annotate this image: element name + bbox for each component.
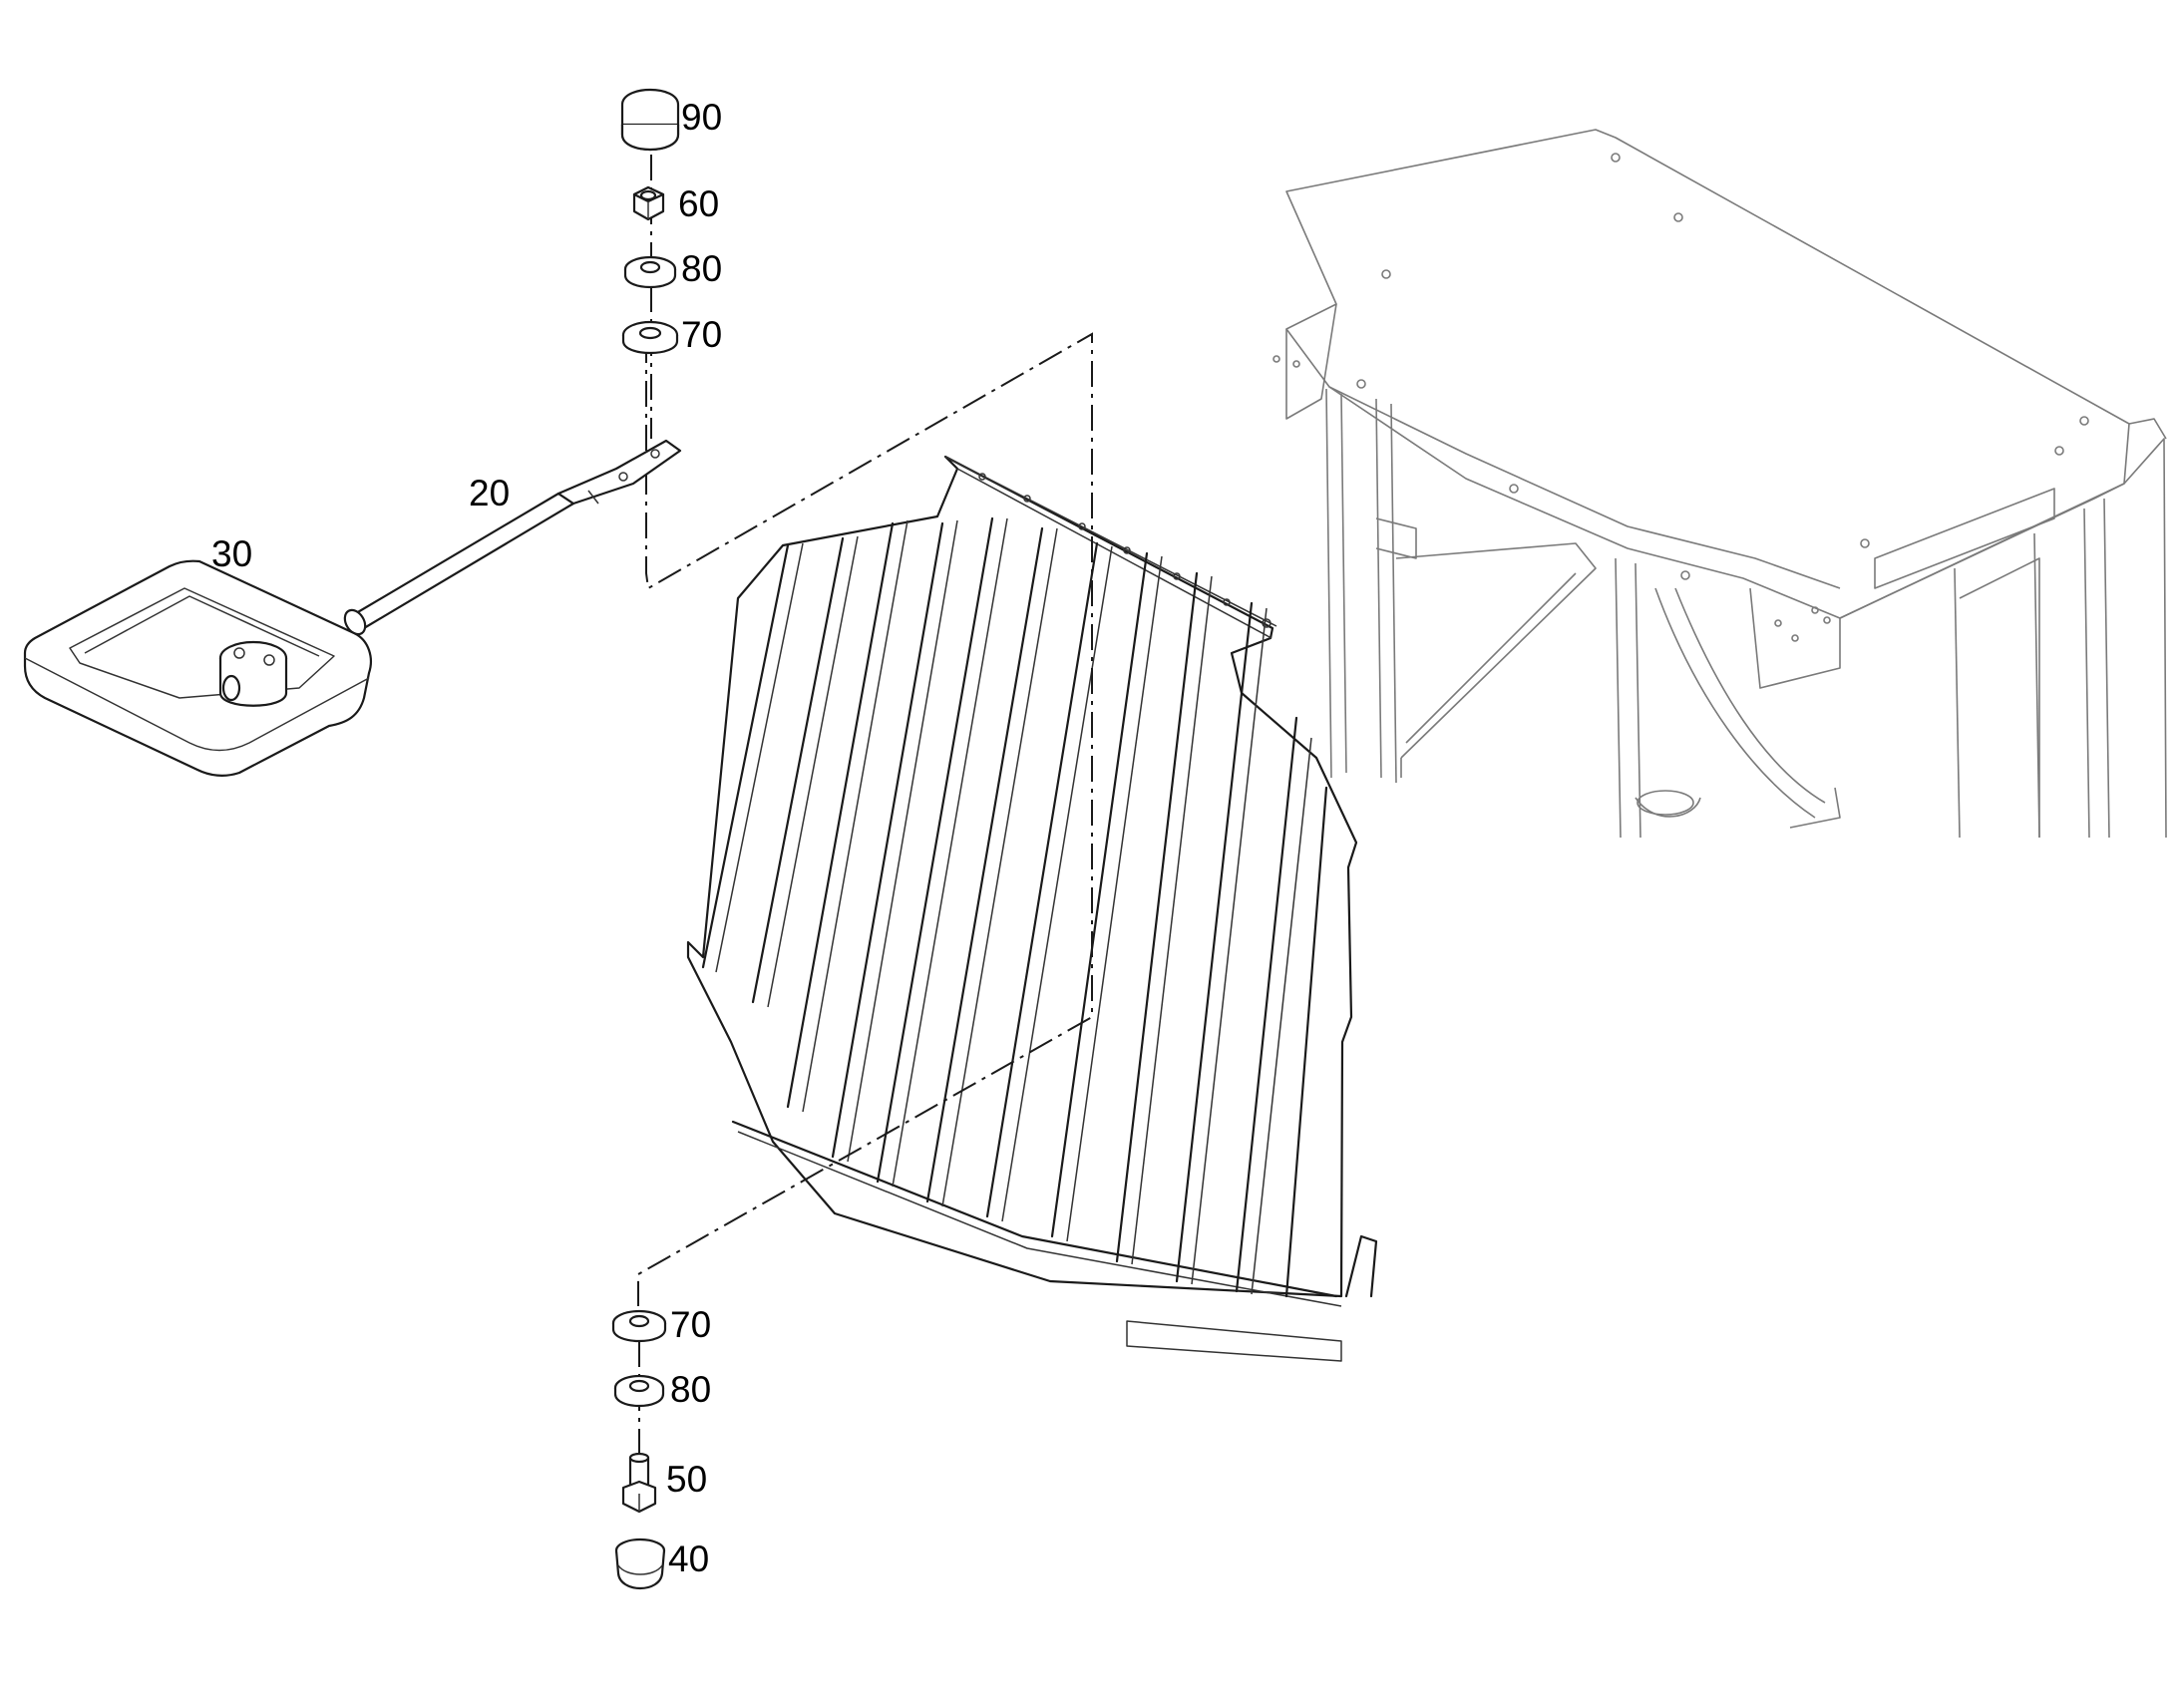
hex-nut-icon bbox=[632, 185, 665, 221]
louvered-sun-visor bbox=[686, 455, 1378, 1362]
washer-icon bbox=[613, 1374, 665, 1407]
cap-nut-icon bbox=[620, 88, 680, 152]
callout-20: 20 bbox=[469, 473, 510, 513]
mirror-arm-icon bbox=[343, 439, 682, 636]
callout-90: 90 bbox=[681, 97, 722, 138]
callout-80-top: 80 bbox=[681, 248, 722, 289]
callout-70-bottom: 70 bbox=[670, 1304, 711, 1345]
callout-30: 30 bbox=[211, 533, 252, 574]
flat-washer-icon bbox=[621, 320, 679, 355]
callout-labels: 90 60 80 70 20 30 70 80 50 40 bbox=[211, 97, 722, 1579]
callout-50: 50 bbox=[666, 1459, 707, 1500]
cab-structure bbox=[1272, 129, 2167, 839]
flat-washer-icon bbox=[611, 1309, 667, 1343]
callout-80-bottom: 80 bbox=[670, 1369, 711, 1410]
callout-60: 60 bbox=[678, 183, 719, 224]
washer-icon bbox=[623, 255, 677, 289]
callout-40: 40 bbox=[668, 1538, 709, 1579]
mirror-icon bbox=[23, 559, 372, 777]
cap-icon bbox=[614, 1537, 666, 1589]
bolt-icon bbox=[621, 1452, 657, 1514]
callout-70-top: 70 bbox=[681, 314, 722, 355]
